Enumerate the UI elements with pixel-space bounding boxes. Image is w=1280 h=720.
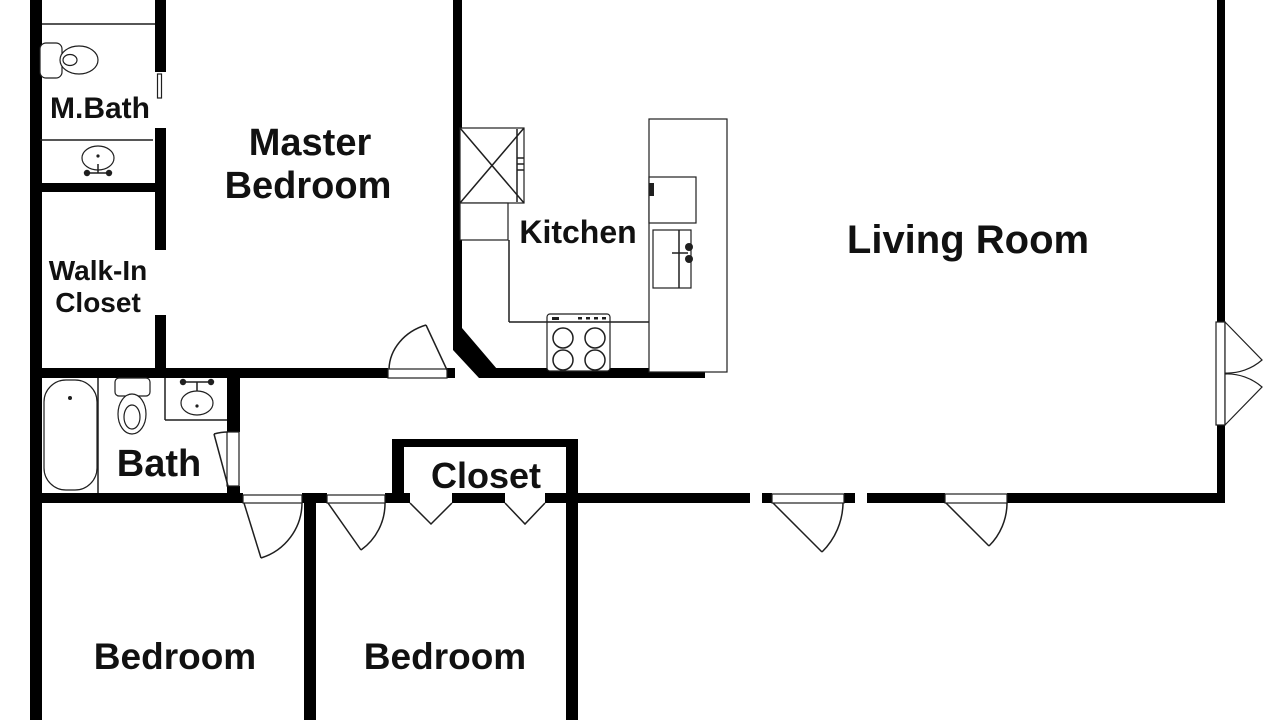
wall-bottom-7 bbox=[844, 493, 855, 503]
walk-in-closet-label-line2: Closet bbox=[55, 287, 141, 318]
exterior-door-frame-1 bbox=[771, 493, 845, 504]
exterior-door-swing-2-icon bbox=[945, 502, 1008, 547]
bedroom-right-label: Bedroom bbox=[364, 636, 526, 677]
closet-label: Closet bbox=[431, 455, 541, 496]
corner-cabinet-icon bbox=[459, 127, 525, 204]
toilet-icon bbox=[114, 377, 151, 435]
exterior-door-frame-2 bbox=[944, 493, 1008, 504]
mbath-label: M.Bath bbox=[50, 92, 150, 125]
wall-mbath-east-top bbox=[155, 0, 166, 72]
french-double-door-icon bbox=[1224, 320, 1263, 427]
wall-mbath-divider bbox=[30, 183, 166, 192]
wall-bottom-1 bbox=[30, 493, 243, 503]
master-bedroom-label-line2: Bedroom bbox=[225, 165, 392, 207]
sink-icon bbox=[179, 378, 215, 416]
closet-bifold-right-icon bbox=[504, 502, 546, 526]
wall-bottom-6 bbox=[762, 493, 772, 503]
wall-mbath-east-bottom bbox=[155, 315, 166, 378]
master-door-frame bbox=[387, 368, 448, 379]
bedroom-left-door-swing-icon bbox=[243, 502, 303, 559]
door-frames bbox=[156, 73, 1226, 504]
bedroom-left-label: Bedroom bbox=[94, 636, 256, 677]
counter-line bbox=[459, 202, 649, 323]
wall-corridor-top-b bbox=[447, 368, 455, 378]
wall-living-right-top bbox=[1217, 0, 1225, 322]
room-labels: M.Bath Master Bedroom Walk-In Closet Kit… bbox=[49, 92, 1089, 677]
wall-living-right-bottom bbox=[1217, 425, 1225, 493]
bath-door-swing-icon bbox=[213, 431, 229, 487]
wall-bedroom-divider bbox=[304, 503, 316, 720]
wall-bottom-3 bbox=[385, 493, 410, 503]
wall-bottom-5 bbox=[545, 493, 750, 503]
master-bedroom-label-line1: Master bbox=[249, 122, 372, 164]
wall-closet-right-bedroom-east bbox=[566, 439, 578, 720]
bathtub-icon bbox=[43, 379, 98, 491]
wall-bottom-9 bbox=[1007, 493, 1225, 503]
wall-closet-top bbox=[392, 439, 578, 447]
exterior-door-swing-1-icon bbox=[772, 502, 844, 553]
wall-bath-east-top bbox=[227, 378, 240, 432]
wall-corridor-top-c bbox=[488, 368, 705, 378]
kitchen-sink-icon bbox=[652, 229, 693, 289]
stove-icon bbox=[546, 313, 611, 372]
bath-fixtures bbox=[43, 377, 227, 493]
master-door-swing-icon bbox=[388, 324, 448, 371]
kitchen-fixtures bbox=[459, 118, 728, 373]
wall-left-outer bbox=[30, 0, 42, 720]
french-door-frame bbox=[1215, 321, 1226, 426]
bedroom-left-door-frame bbox=[242, 494, 303, 504]
mbath-fixtures bbox=[39, 23, 155, 177]
sink-icon bbox=[81, 145, 115, 177]
bedroom-right-door-frame bbox=[326, 494, 386, 504]
toilet-icon bbox=[39, 42, 99, 79]
walls bbox=[30, 0, 1225, 720]
kitchen-label: Kitchen bbox=[519, 214, 636, 250]
wall-kitchen-west bbox=[453, 0, 462, 340]
wall-kitchen-diagonal bbox=[453, 328, 497, 378]
wall-bottom-2 bbox=[302, 493, 327, 503]
wall-bottom-8 bbox=[867, 493, 945, 503]
wall-corridor-top-a bbox=[30, 368, 388, 378]
living-room-label: Living Room bbox=[847, 218, 1089, 262]
door-swings bbox=[213, 320, 1263, 559]
wall-bottom-4 bbox=[452, 493, 505, 503]
mbath-door-leaf bbox=[156, 73, 163, 99]
bath-label: Bath bbox=[117, 443, 201, 485]
walk-in-closet-label-line1: Walk-In bbox=[49, 255, 148, 286]
closet-bifold-left-icon bbox=[409, 502, 453, 526]
bath-door-frame bbox=[226, 431, 240, 487]
sink-niche bbox=[164, 378, 227, 421]
bedroom-right-door-swing-icon bbox=[327, 502, 386, 551]
wall-closet-left bbox=[392, 439, 404, 495]
wall-oven-icon bbox=[648, 176, 697, 224]
